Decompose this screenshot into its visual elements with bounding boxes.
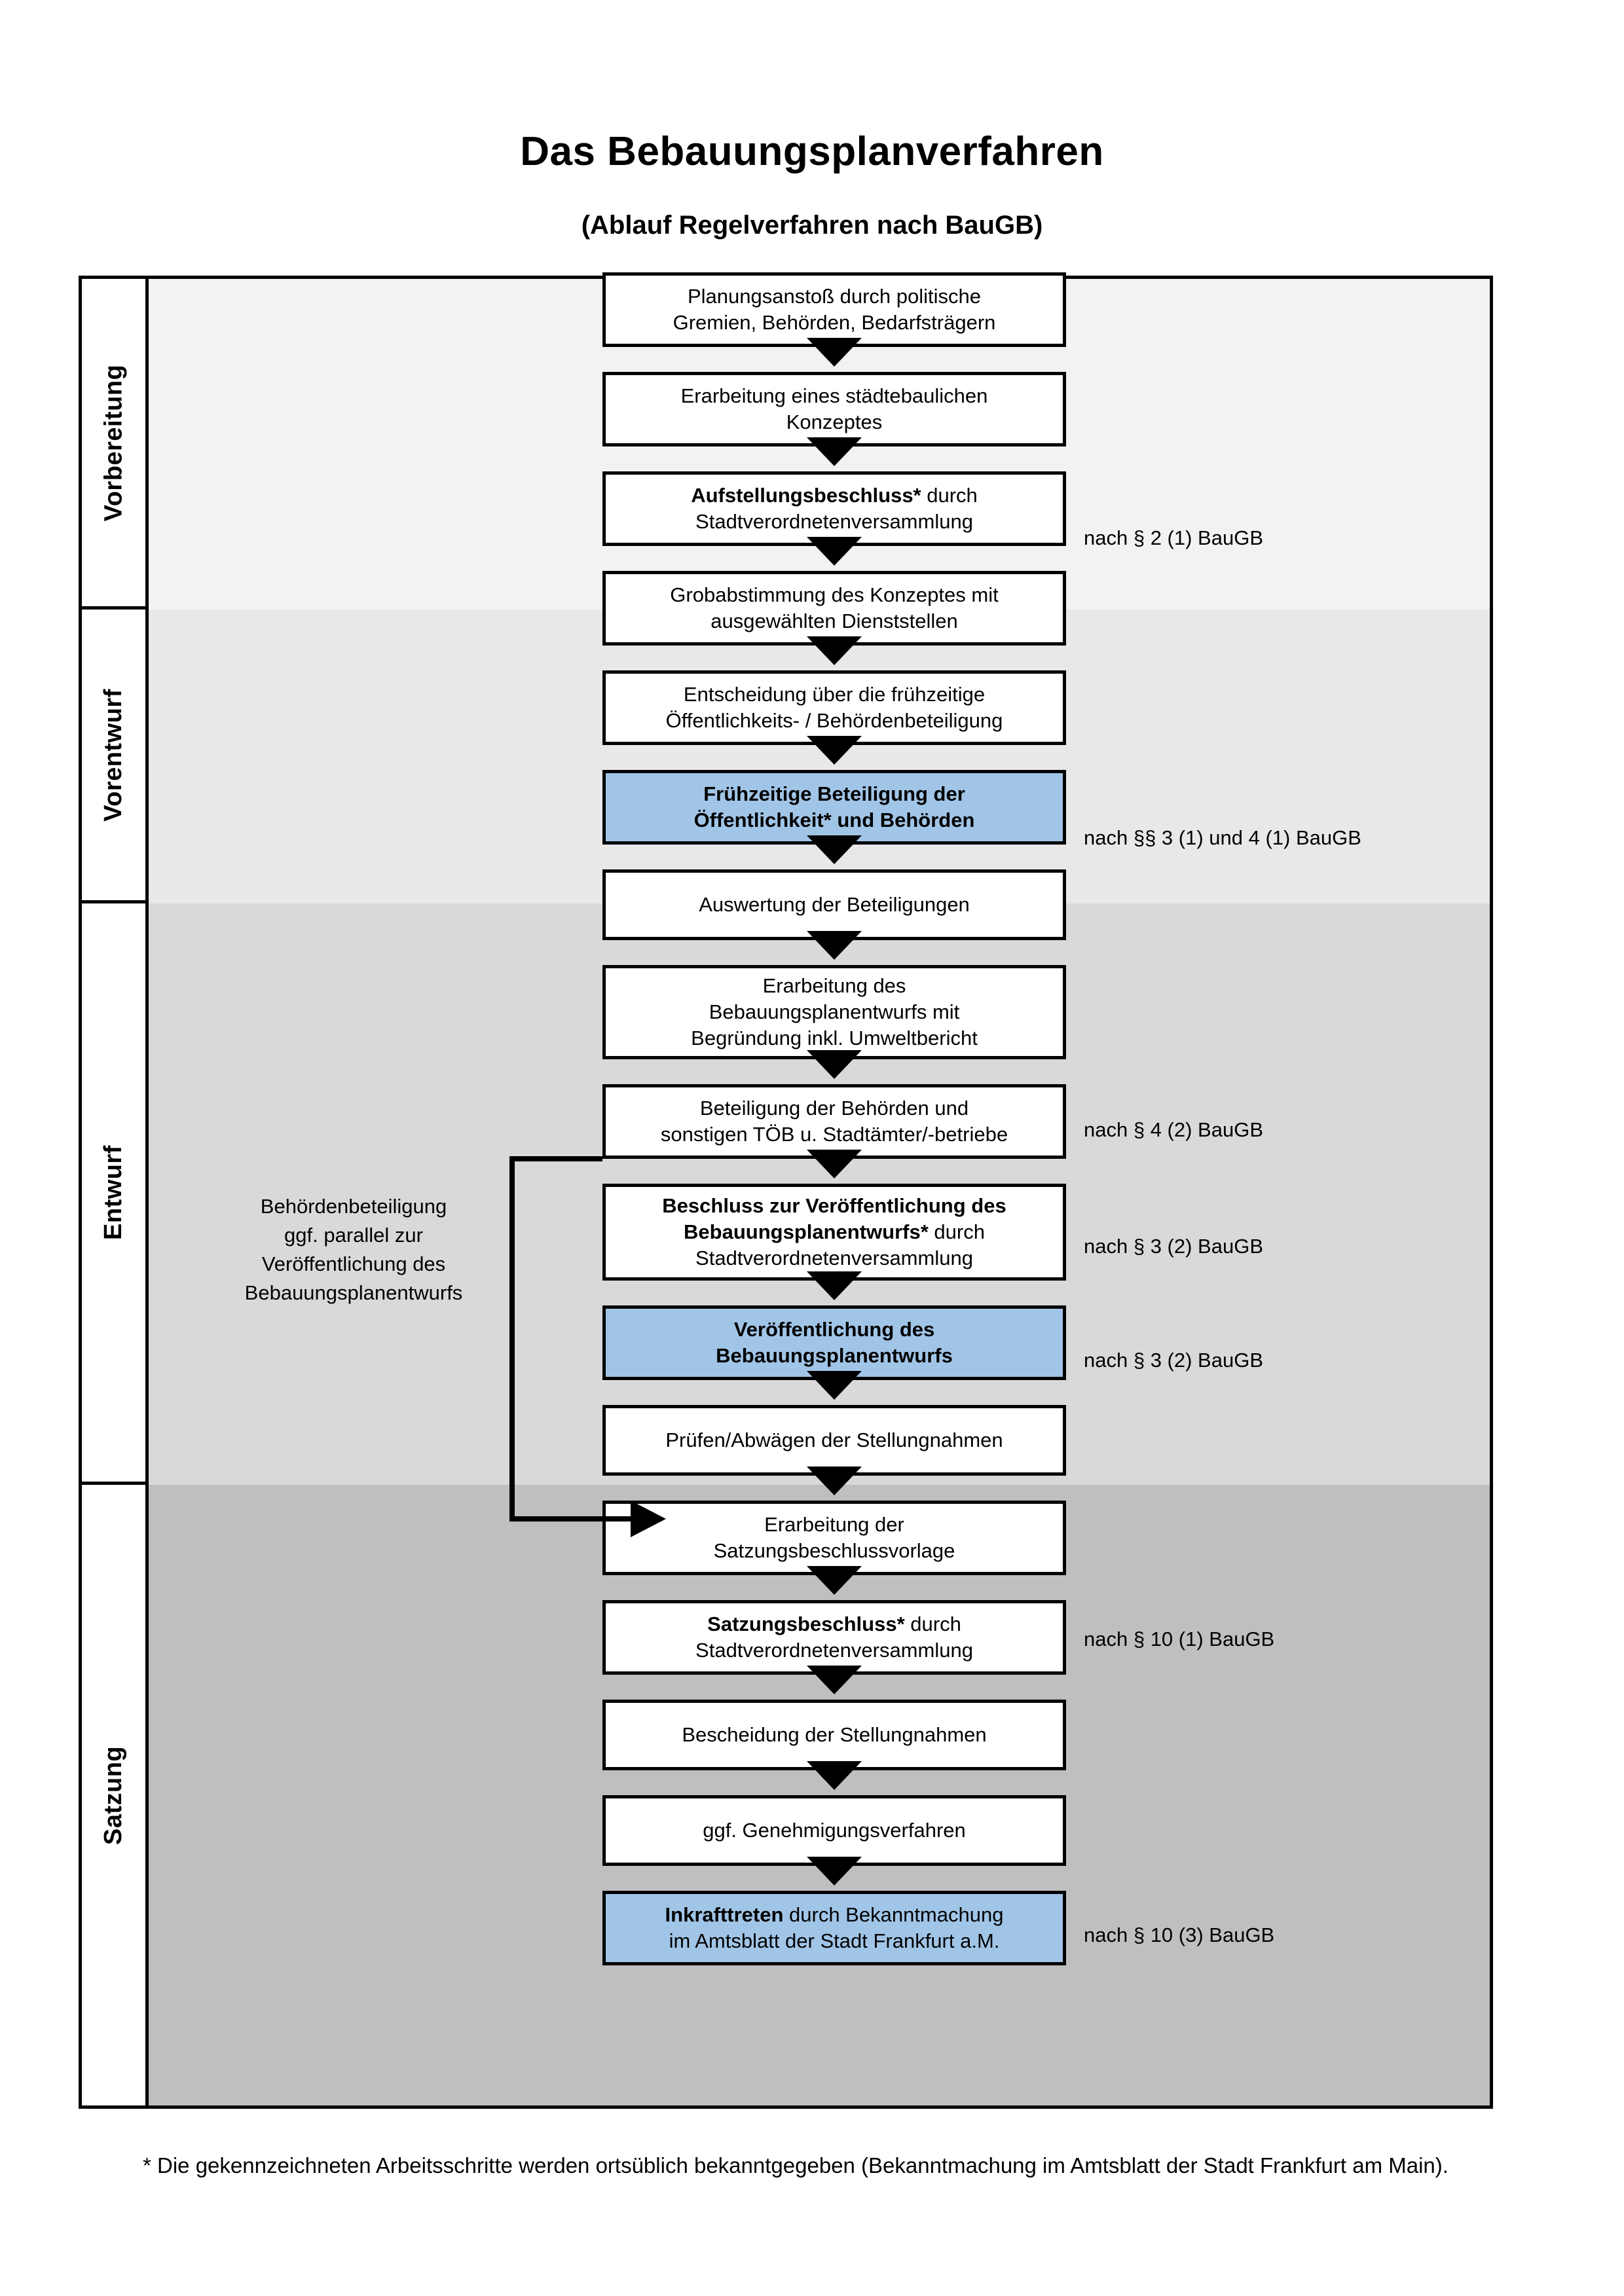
flow-step-pruefen-abwaegen[interactable]: Prüfen/Abwägen der Stellungnahmen [602, 1405, 1066, 1476]
law-note-note-par3-2-b: nach § 3 (2) BauGB [1084, 1349, 1263, 1372]
phase-tab-satzung[interactable]: Satzung [82, 1485, 149, 2105]
side-annotation-line-3: Bebauungsplanentwurfs [244, 1281, 463, 1305]
phase-tab-label-vorbereitung: Vorbereitung [100, 364, 128, 521]
flow-step-label-pruefen-abwaegen: Prüfen/Abwägen der Stellungnahmen [665, 1428, 1003, 1451]
arrow-fruehzeitige-beteiligung-to-auswertung-beteiligungen [807, 835, 862, 864]
phase-tab-label-entwurf: Entwurf [100, 1145, 127, 1240]
side-annotation-line-2: Veröffentlichung des [261, 1252, 446, 1276]
phase-band-vorentwurf: Vorentwurf [82, 610, 1490, 903]
law-note-note-par3-1-4-1: nach §§ 3 (1) und 4 (1) BauGB [1084, 826, 1361, 849]
law-note-note-par10-1: nach § 10 (1) BauGB [1084, 1628, 1275, 1650]
arrow-auswertung-beteiligungen-to-erarbeitung-entwurf [807, 931, 862, 960]
law-note-note-par3-2-a: nach § 3 (2) BauGB [1084, 1235, 1263, 1258]
arrow-satzungsbeschluss-to-bescheidung-stellungnahmen [807, 1666, 862, 1694]
arrow-beschluss-veroeffentlichung-to-veroeffentlichung-entwurf [807, 1271, 862, 1300]
phase-tab-label-satzung: Satzung [100, 1745, 127, 1845]
arrow-beteiligung-behoerden-toeb-to-beschluss-veroeffentlichung [807, 1150, 862, 1178]
arrow-erarbeitung-entwurf-to-beteiligung-behoerden-toeb [807, 1050, 862, 1079]
law-note-note-par4-2: nach § 4 (2) BauGB [1084, 1118, 1263, 1141]
side-annotation-line-1: ggf. parallel zur [284, 1224, 423, 1247]
phase-tab-vorbereitung[interactable]: Vorbereitung [82, 279, 149, 610]
law-note-note-par2-1: nach § 2 (1) BauGB [1084, 526, 1263, 549]
arrow-staedtebauliches-konzept-to-aufstellungsbeschluss [807, 437, 862, 466]
arrow-satzungsbeschlussvorlage-to-satzungsbeschluss [807, 1566, 862, 1595]
arrow-grobabstimmung-to-entscheidung-fruehzeitige [807, 636, 862, 665]
law-note-note-par10-3: nach § 10 (3) BauGB [1084, 1923, 1275, 1946]
arrow-veroeffentlichung-entwurf-to-pruefen-abwaegen [807, 1371, 862, 1400]
page-title: Das Bebauungsplanverfahren [520, 129, 1104, 174]
arrow-entscheidung-fruehzeitige-to-fruehzeitige-beteiligung [807, 736, 862, 765]
phase-tab-entwurf[interactable]: Entwurf [82, 903, 149, 1485]
flow-step-bescheidung-stellungnahmen[interactable]: Bescheidung der Stellungnahmen [602, 1700, 1066, 1770]
flow-step-label-auswertung-beteiligungen: Auswertung der Beteiligungen [699, 892, 970, 916]
phase-tab-vorentwurf[interactable]: Vorentwurf [82, 610, 149, 903]
arrow-genehmigungsverfahren-to-inkrafttreten [807, 1857, 862, 1886]
arrow-planungsanstoss-to-staedtebauliches-konzept [807, 338, 862, 367]
page-subtitle: (Ablauf Regelverfahren nach BauGB) [581, 211, 1043, 240]
flow-step-genehmigungsverfahren[interactable]: ggf. Genehmigungsverfahren [602, 1795, 1066, 1866]
arrow-aufstellungsbeschluss-to-grobabstimmung [807, 537, 862, 566]
phase-tab-label-vorentwurf: Vorentwurf [100, 688, 127, 822]
flow-step-label-genehmigungsverfahren: ggf. Genehmigungsverfahren [703, 1818, 966, 1842]
flow-step-label-bescheidung-stellungnahmen: Bescheidung der Stellungnahmen [682, 1722, 987, 1746]
arrow-pruefen-abwaegen-to-satzungsbeschlussvorlage [807, 1467, 862, 1495]
flow-step-auswertung-beteiligungen[interactable]: Auswertung der Beteiligungen [602, 869, 1066, 940]
footnote-text: * Die gekennzeichneten Arbeitsschritte w… [143, 2153, 1449, 2178]
side-annotation-line-0: Behördenbeteiligung [260, 1195, 447, 1218]
arrow-bescheidung-stellungnahmen-to-genehmigungsverfahren [807, 1761, 862, 1790]
